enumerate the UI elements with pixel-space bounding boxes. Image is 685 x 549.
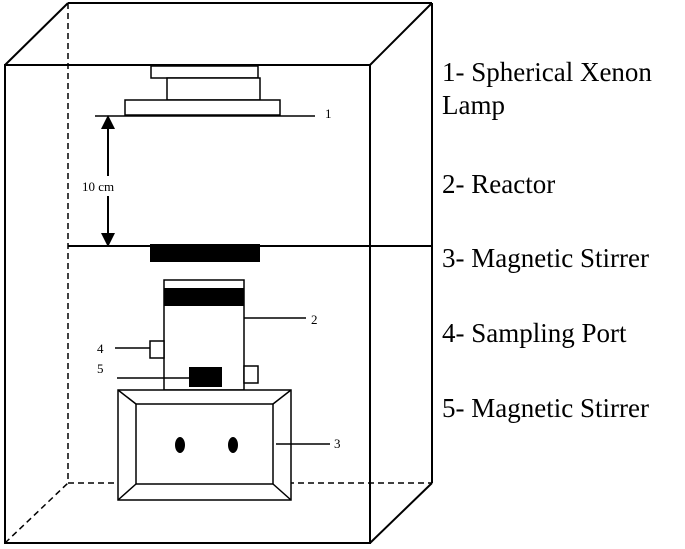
hidden-edge-bottom-left — [4, 482, 69, 544]
callout-5: 5 — [97, 361, 104, 376]
lamp-body — [166, 77, 261, 101]
callout-2: 2 — [311, 312, 318, 327]
legend-item-5: 5- Magnetic Stirrer — [442, 393, 649, 423]
enclosure-edge-bottom-right — [369, 482, 433, 544]
stirrer-knob-left — [175, 437, 185, 453]
lamp-top — [150, 65, 259, 79]
sampling-port-right — [243, 365, 259, 384]
legend-item-2: 2- Reactor — [442, 169, 556, 199]
reactor-cap — [150, 244, 260, 262]
stirrer-knob-right — [228, 437, 238, 453]
enclosure-box — [4, 2, 433, 544]
enclosure-edge-top-left — [4, 2, 69, 66]
lamp-base — [124, 99, 281, 116]
stirrer-bevel-tl — [117, 389, 137, 405]
legend-item-3: 3- Magnetic Stirrer — [442, 243, 649, 273]
distance-label-bg — [78, 176, 136, 196]
stirrer-inner — [135, 403, 274, 485]
callout-4: 4 — [97, 341, 104, 356]
sampling-port-left — [149, 340, 165, 359]
stirrer-bevel-tr — [272, 389, 292, 405]
magnetic-stirrer — [117, 389, 292, 501]
stir-bar — [189, 367, 222, 387]
enclosure-edge-top-right — [369, 2, 433, 66]
callout-1: 1 — [325, 106, 332, 121]
distance-label: 10 cm — [82, 179, 114, 194]
stirrer-bevel-bl — [117, 483, 137, 501]
stirrer-bevel-br — [272, 483, 292, 501]
reactor-band — [164, 288, 244, 306]
stirrer-outer — [117, 389, 292, 501]
enclosure-front-face — [4, 64, 371, 544]
callout-3: 3 — [334, 436, 341, 451]
legend-item-1: 1- Spherical Xenon Lamp — [442, 57, 652, 120]
xenon-lamp — [124, 65, 281, 116]
legend-item-4: 4- Sampling Port — [442, 318, 627, 348]
